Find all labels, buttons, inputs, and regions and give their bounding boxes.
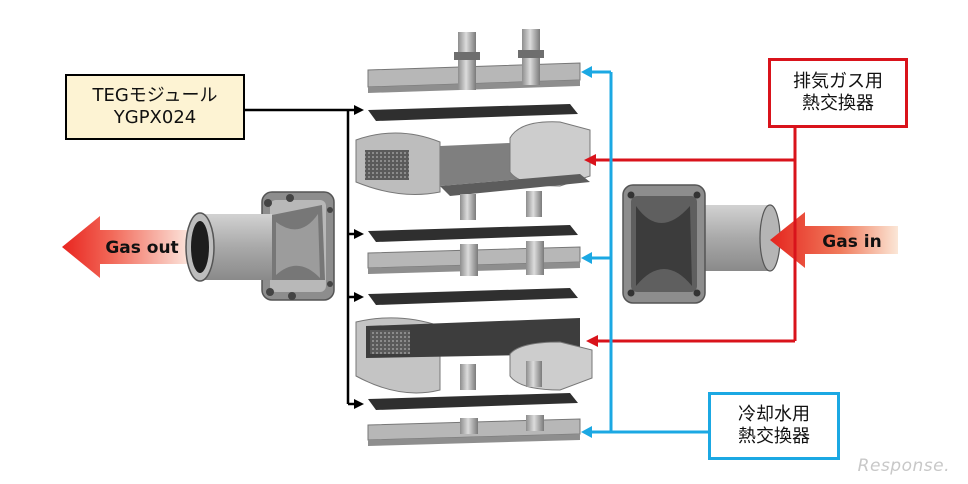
spacer (526, 191, 542, 217)
exploded-stack (355, 29, 593, 446)
teg-leader-lines (245, 105, 364, 409)
gas-out-arrow: Gas out (62, 216, 188, 278)
coolant-hx-line1: 冷却水用 (738, 403, 810, 425)
spacer (526, 361, 542, 387)
teg-module-3 (368, 288, 578, 305)
spacer (460, 194, 476, 220)
coolant-hx-label: 冷却水用 熱交換器 (708, 392, 840, 460)
teg-module-title: TEGモジュール (92, 84, 218, 106)
exhaust-hx-line2: 熱交換器 (802, 93, 874, 114)
response-watermark: Response. (857, 456, 950, 476)
exhaust-hx-top (355, 121, 591, 196)
exhaust-hx-label: 排気ガス用 熱交換器 (768, 58, 908, 128)
outlet-pipe-assembly (185, 191, 335, 301)
coolant-plate-middle (367, 241, 581, 276)
inlet-pipe-assembly (622, 184, 781, 304)
coolant-hx-line2: 熱交換器 (738, 426, 810, 447)
teg-module-2 (368, 225, 578, 242)
teg-module-label: TEGモジュール YGPX024 (65, 74, 245, 140)
teg-module-model: YGPX024 (113, 107, 197, 128)
coolant-plate-top (367, 29, 581, 93)
exhaust-leader-lines (584, 128, 797, 347)
exhaust-hx-line1: 排気ガス用 (793, 70, 883, 92)
teg-module-1 (368, 104, 578, 121)
coolant-leader-lines (581, 66, 708, 438)
teg-module-4 (368, 393, 578, 410)
gas-in-label: Gas in (822, 232, 881, 252)
gas-out-label: Gas out (105, 238, 178, 258)
spacer (460, 364, 476, 390)
coolant-plate-bottom (367, 415, 581, 446)
gas-in-arrow: Gas in (770, 212, 898, 268)
